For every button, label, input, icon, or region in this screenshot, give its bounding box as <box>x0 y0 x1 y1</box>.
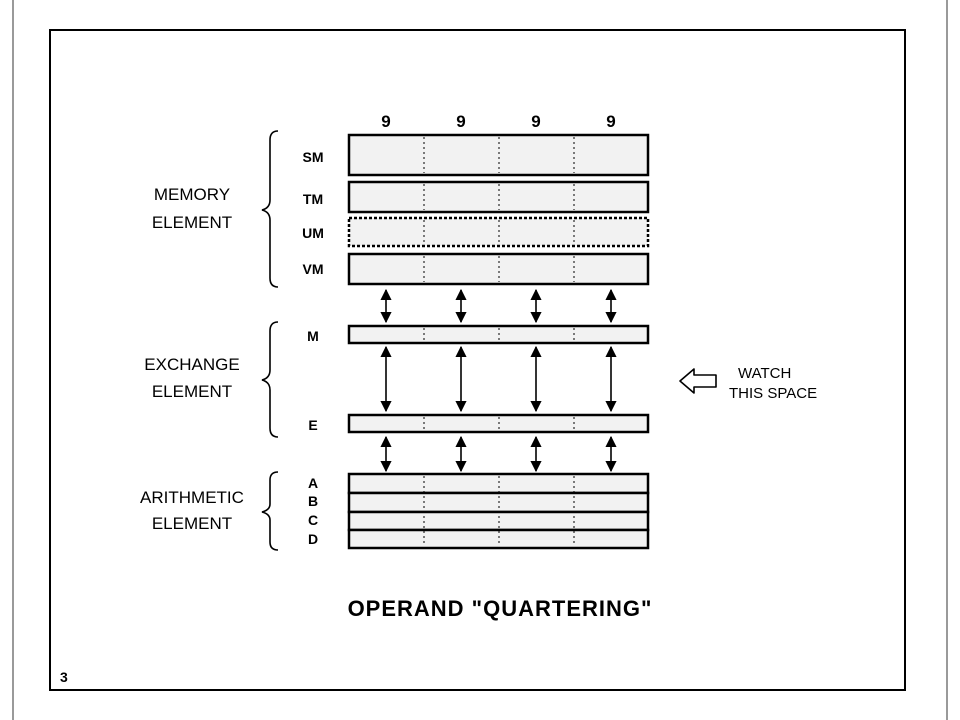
watch-callout: WATCH THIS SPACE <box>679 365 817 402</box>
exchange-element-group: EXCHANGE ELEMENT M E <box>144 321 650 438</box>
exchange-arithmetic-arrows <box>380 435 617 473</box>
exchange-brace <box>261 321 279 438</box>
register-label-b: B <box>308 493 318 509</box>
memory-group-label-line2: ELEMENT <box>152 213 232 232</box>
register-d <box>347 528 650 550</box>
m-e-arrows <box>380 345 617 413</box>
register-label-e: E <box>308 417 317 433</box>
slide-title: OPERAND "QUARTERING" <box>348 596 653 621</box>
exchange-group-label-line2: ELEMENT <box>152 382 232 401</box>
register-label-a: A <box>308 475 318 491</box>
arithmetic-group-label-line1: ARITHMETIC <box>140 488 244 507</box>
register-label-d: D <box>308 531 318 547</box>
digit-label-2: 9 <box>456 112 465 131</box>
arithmetic-brace <box>261 471 279 551</box>
register-label-um: UM <box>302 225 324 241</box>
memory-group-label-line1: MEMORY <box>154 185 230 204</box>
digit-label-3: 9 <box>531 112 540 131</box>
page-left-edge <box>12 0 14 720</box>
arithmetic-element-group: ARITHMETIC ELEMENT A B C D <box>140 471 650 551</box>
register-label-c: C <box>308 512 318 528</box>
register-label-vm: VM <box>303 261 324 277</box>
exchange-group-label-line1: EXCHANGE <box>144 355 239 374</box>
slide-frame <box>49 29 906 691</box>
register-tm <box>347 180 650 214</box>
callout-line1: WATCH <box>738 365 791 382</box>
register-label-sm: SM <box>303 149 324 165</box>
memory-brace <box>261 130 279 288</box>
register-vm <box>347 252 650 286</box>
memory-element-group: MEMORY ELEMENT SM TM UM VM <box>152 130 650 288</box>
digit-labels: 9 9 9 9 <box>381 112 615 131</box>
digit-label-4: 9 <box>606 112 615 131</box>
digit-label-1: 9 <box>381 112 390 131</box>
register-label-tm: TM <box>303 191 323 207</box>
callout-line2: THIS SPACE <box>729 385 817 402</box>
page-right-edge <box>946 0 948 720</box>
page-number: 3 <box>60 669 68 685</box>
memory-exchange-arrows <box>380 288 617 324</box>
register-label-m: M <box>307 328 319 344</box>
arithmetic-group-label-line2: ELEMENT <box>152 514 232 533</box>
left-arrow-icon <box>679 368 717 394</box>
